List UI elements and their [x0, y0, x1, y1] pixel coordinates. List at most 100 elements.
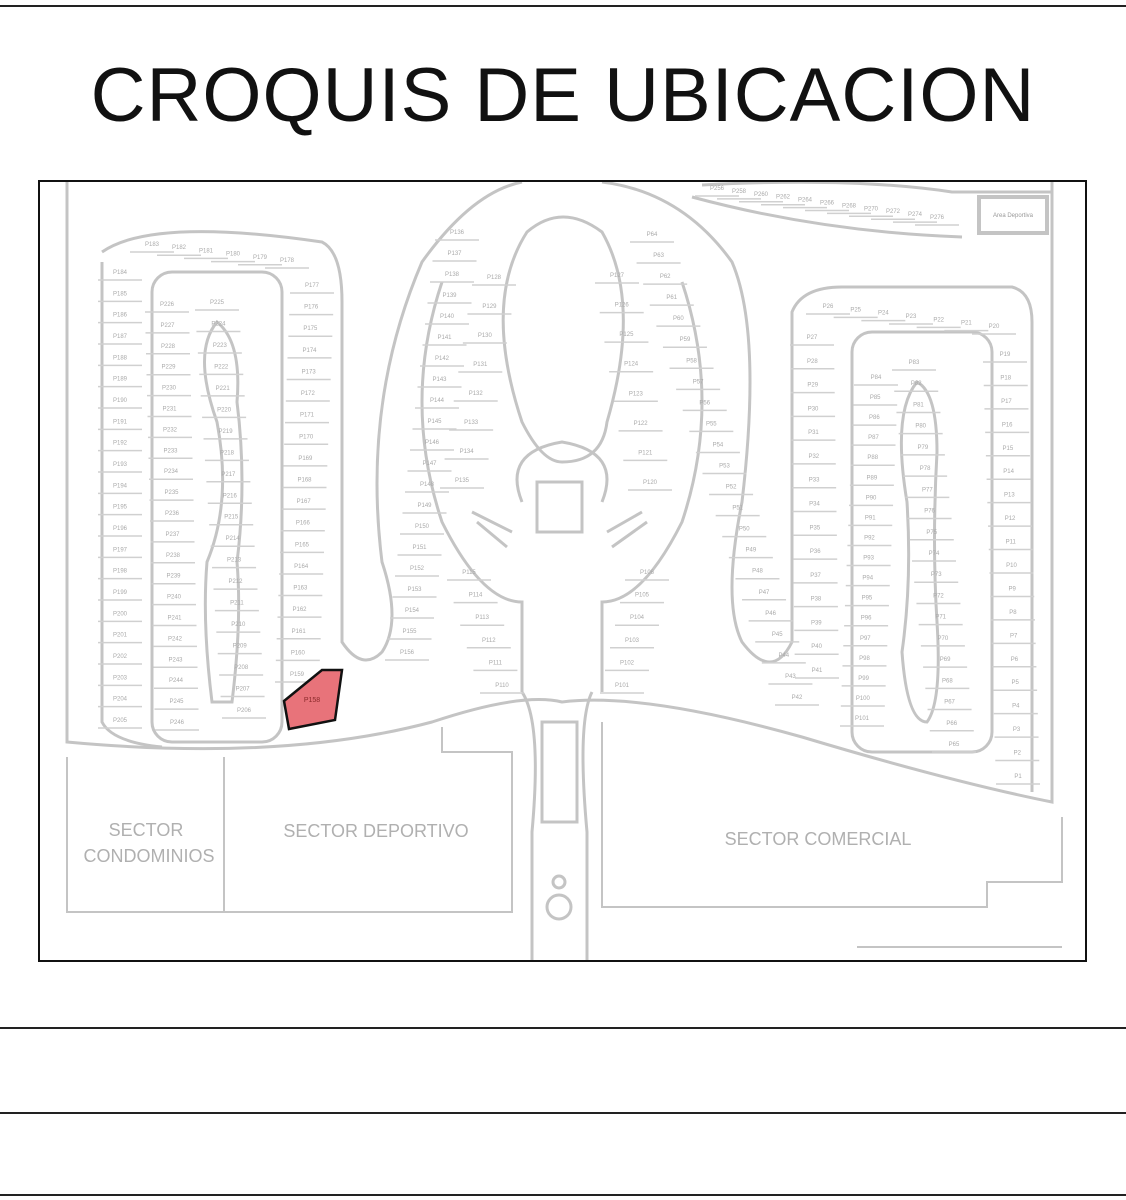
lot-label[interactable]: P87 — [868, 435, 879, 441]
lot-label[interactable]: P227 — [160, 323, 175, 329]
lot-label[interactable]: P183 — [145, 242, 160, 248]
lot-label[interactable]: P15 — [1003, 446, 1014, 452]
lot-label[interactable]: P62 — [660, 274, 671, 280]
lot-label[interactable]: P105 — [635, 593, 650, 599]
lot-label[interactable]: P57 — [693, 379, 704, 385]
lot-label[interactable]: P93 — [863, 556, 874, 562]
lot-label[interactable]: P208 — [234, 665, 249, 671]
lot-label[interactable]: P82 — [911, 381, 922, 387]
lot-label[interactable]: P143 — [432, 377, 447, 383]
lot-label[interactable]: P125 — [619, 332, 634, 338]
lot-label[interactable]: P177 — [305, 283, 320, 289]
lot-label[interactable]: P266 — [820, 201, 835, 207]
lot-label[interactable]: P142 — [435, 356, 450, 362]
lot-label[interactable]: P165 — [295, 542, 310, 548]
lot-label[interactable]: P155 — [402, 629, 417, 635]
lot-label[interactable]: P76 — [924, 509, 935, 515]
lot-label[interactable]: P110 — [495, 683, 509, 689]
lot-label[interactable]: P144 — [430, 398, 445, 404]
lot-label[interactable]: P215 — [224, 515, 239, 521]
lot-label[interactable]: P78 — [920, 466, 931, 472]
lot-label[interactable]: P203 — [113, 675, 128, 681]
lot-label[interactable]: P217 — [221, 472, 236, 478]
lot-label[interactable]: P24 — [878, 311, 889, 317]
lot-label[interactable]: P124 — [624, 362, 639, 368]
lot-label[interactable]: P68 — [942, 678, 953, 684]
lot-label[interactable]: P200 — [113, 611, 128, 617]
lot-label[interactable]: P219 — [219, 429, 234, 435]
lot-label[interactable]: P184 — [113, 270, 128, 276]
lot-label[interactable]: P72 — [933, 593, 944, 599]
lot-label[interactable]: P11 — [1006, 540, 1017, 546]
lot-label[interactable]: P50 — [739, 527, 750, 533]
lot-label[interactable]: P241 — [167, 616, 182, 622]
lot-label[interactable]: P40 — [811, 644, 822, 650]
lot-label[interactable]: P163 — [293, 586, 308, 592]
highlighted-lot[interactable] — [282, 668, 344, 731]
lot-label[interactable]: P191 — [113, 419, 128, 425]
lot-label[interactable]: P3 — [1013, 727, 1021, 733]
lot-label[interactable]: P235 — [164, 490, 179, 496]
lot-label[interactable]: P201 — [113, 633, 128, 639]
lot-label[interactable]: P36 — [810, 549, 821, 555]
lot-label[interactable]: P209 — [233, 644, 248, 650]
lot-label[interactable]: P233 — [163, 448, 178, 454]
lot-label[interactable]: P134 — [460, 449, 475, 455]
lot-label[interactable]: P256 — [710, 186, 725, 192]
lot-label[interactable]: P20 — [989, 324, 1000, 330]
lot-label[interactable]: P240 — [167, 595, 182, 601]
lot-label[interactable]: P64 — [647, 232, 658, 238]
lot-label[interactable]: P89 — [867, 475, 878, 481]
lot-label[interactable]: P17 — [1001, 399, 1012, 405]
lot-label[interactable]: P150 — [415, 524, 430, 530]
lot-label[interactable]: P225 — [210, 300, 225, 306]
lot-label[interactable]: P18 — [1000, 375, 1011, 381]
lot-label[interactable]: P54 — [713, 442, 724, 448]
lot-label[interactable]: P156 — [400, 650, 415, 656]
lot-label[interactable]: P70 — [938, 636, 949, 642]
lot-label[interactable]: P1 — [1014, 774, 1022, 780]
lot-label[interactable]: P4 — [1012, 704, 1020, 710]
lot-label[interactable]: P34 — [809, 502, 820, 508]
lot-label[interactable]: P73 — [931, 572, 942, 578]
lot-label[interactable]: P196 — [113, 526, 128, 532]
lot-label[interactable]: P56 — [699, 400, 710, 406]
lot-label[interactable]: P100 — [856, 696, 871, 702]
lot-label[interactable]: P199 — [113, 590, 128, 596]
lot-label[interactable]: P33 — [809, 478, 820, 484]
lot-label[interactable]: P84 — [871, 375, 882, 381]
lot-label[interactable]: P239 — [166, 574, 181, 580]
lot-label[interactable]: P175 — [303, 326, 318, 332]
lot-label[interactable]: P53 — [719, 464, 730, 470]
lot-label[interactable]: P180 — [226, 252, 241, 258]
lot-label[interactable]: P220 — [217, 407, 232, 413]
lot-label[interactable]: P167 — [297, 499, 312, 505]
lot-label[interactable]: P16 — [1002, 422, 1013, 428]
lot-label[interactable]: P187 — [113, 334, 128, 340]
lot-label[interactable]: P140 — [440, 314, 455, 320]
lot-label[interactable]: P171 — [300, 413, 315, 419]
lot-label[interactable]: P44 — [778, 653, 789, 659]
lot-label[interactable]: P190 — [113, 398, 128, 404]
lot-label[interactable]: P38 — [811, 597, 822, 603]
lot-label[interactable]: P42 — [792, 695, 803, 701]
lot-label[interactable]: P101 — [855, 716, 870, 722]
lot-label[interactable]: P146 — [425, 440, 440, 446]
lot-label[interactable]: P52 — [726, 485, 737, 491]
lot-label[interactable]: P23 — [906, 314, 917, 320]
lot-label[interactable]: P2 — [1014, 751, 1022, 757]
lot-label[interactable]: P25 — [850, 307, 861, 313]
lot-label[interactable]: P91 — [865, 515, 876, 521]
lot-label[interactable]: P99 — [858, 676, 869, 682]
lot-label[interactable]: P128 — [487, 275, 502, 281]
lot-label[interactable]: P65 — [949, 742, 960, 748]
lot-label[interactable]: P83 — [909, 360, 920, 366]
lot-label[interactable]: P234 — [164, 469, 179, 475]
lot-label[interactable]: P13 — [1004, 493, 1015, 499]
lot-label[interactable]: P19 — [1000, 352, 1011, 358]
lot-label[interactable]: P8 — [1009, 610, 1017, 616]
lot-label[interactable]: P135 — [455, 478, 470, 484]
lot-label[interactable]: P6 — [1011, 657, 1019, 663]
lot-label[interactable]: P126 — [615, 303, 630, 309]
lot-label[interactable]: P212 — [228, 579, 243, 585]
